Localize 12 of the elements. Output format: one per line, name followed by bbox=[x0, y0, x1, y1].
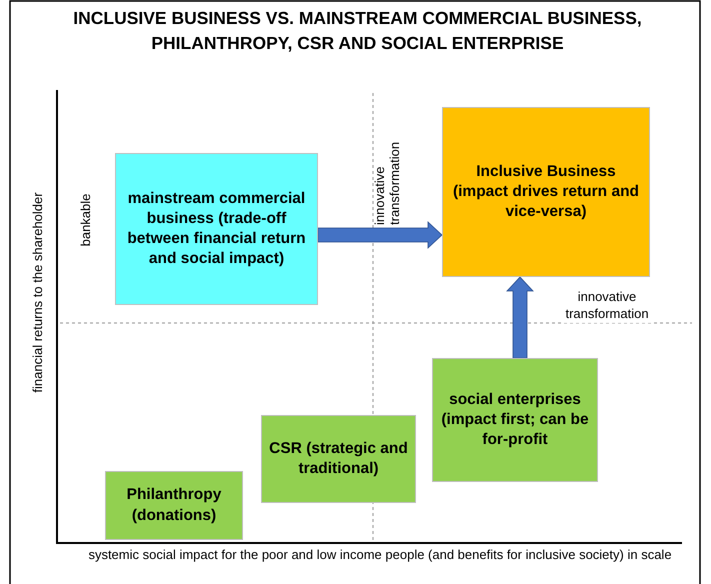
category-box: Inclusive Business (impact drives return and vice-versa) bbox=[442, 107, 650, 277]
title: INCLUSIVE BUSINESS VS. MAINSTREAM COMMERCIAL BUSINESS, PHILANTHROPY, CSR AND SOCIAL ENTERPRISE bbox=[72, 7, 643, 56]
category-box: Philanthropy (donations) bbox=[105, 471, 243, 540]
x-axis-title: systemic social impact for the poor and low income people (and benefits for inclusive society) in scale bbox=[87, 546, 673, 564]
block-arrow bbox=[318, 221, 443, 249]
y-axis-title: financial returns to the shareholder bbox=[30, 191, 45, 395]
edge-label: innovative transformation bbox=[373, 140, 403, 225]
quadrant-label: bankable bbox=[78, 192, 93, 248]
category-box: mainstream commercial business (trade-off between financial return and social impact) bbox=[115, 153, 318, 305]
block-arrow bbox=[506, 276, 534, 358]
category-box: CSR (strategic and traditional) bbox=[261, 415, 416, 503]
category-box: social enterprises (impact first; can be for-profit bbox=[432, 358, 598, 482]
